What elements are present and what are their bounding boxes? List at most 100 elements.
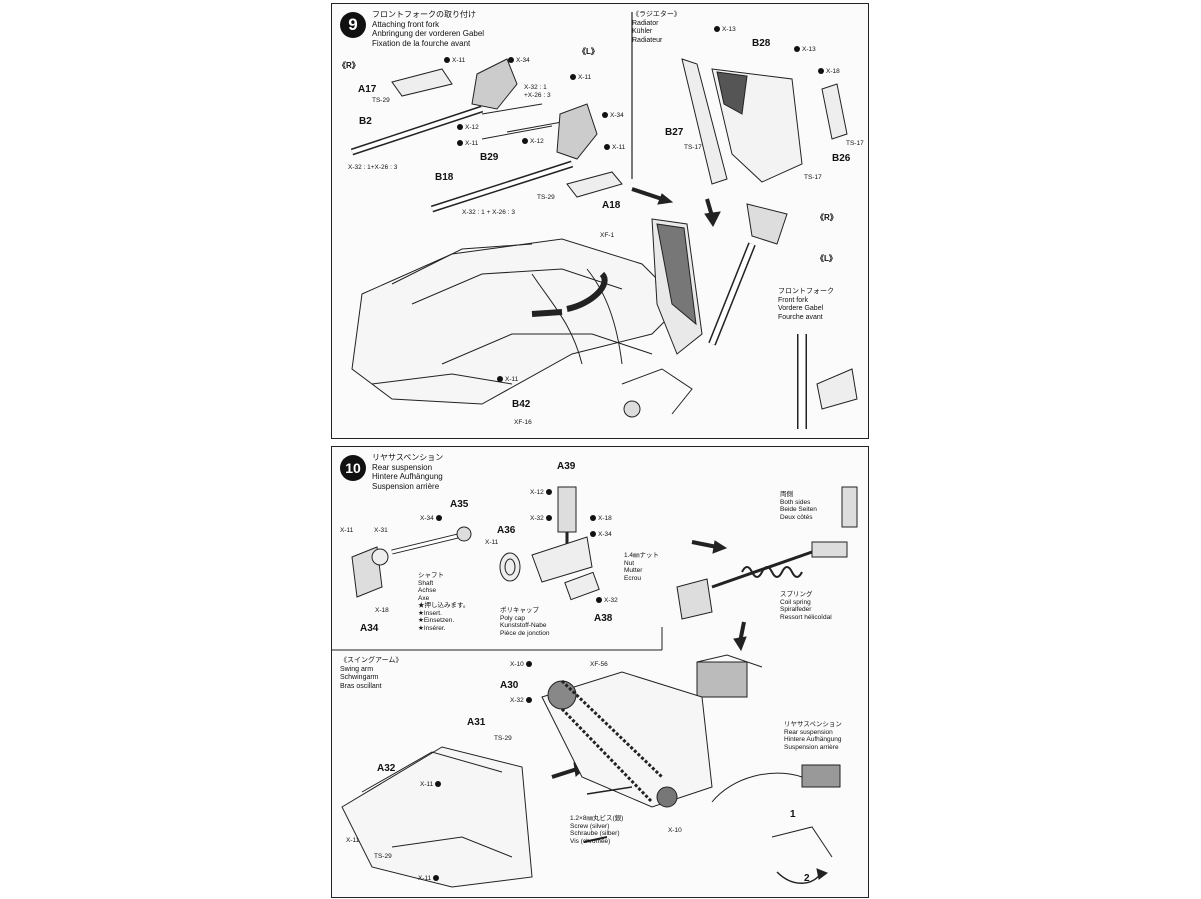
label-text: X-34 xyxy=(610,112,624,119)
label-text: X-11 xyxy=(452,57,466,64)
fork-note-fr: Fourche avant xyxy=(778,313,823,321)
label-ts17-c: TS-17 xyxy=(804,174,822,181)
dot-icon xyxy=(508,57,514,64)
step-10-title: リヤサスペンション Rear suspension Hintere Aufhän… xyxy=(372,453,443,491)
rear-susp-de: Hintere Aufhängung xyxy=(784,736,842,743)
label-x18: X-18 xyxy=(818,68,840,76)
fork-note-jp: フロントフォーク xyxy=(778,288,834,295)
nut-jp: 1.4㎜ナット xyxy=(624,552,660,559)
dot-icon xyxy=(497,376,503,383)
dot-icon xyxy=(525,661,532,668)
shaft-de: Achse xyxy=(418,587,437,594)
shaft-fr: Axe xyxy=(418,594,430,602)
label-x11-a: X-11 xyxy=(340,527,354,534)
label-x10-a: X-10 xyxy=(510,661,534,669)
title-en: Rear suspension xyxy=(372,462,433,472)
label-x12-a: X-12 xyxy=(530,489,554,497)
rear-susp-note: リヤサスペンション Rear suspension Hintere Aufhän… xyxy=(784,721,842,751)
both-sides-en: Both sides xyxy=(780,498,811,506)
label-mix-a: X-32 : 1+X-26 : 3 xyxy=(348,164,398,171)
label-x12-a: X-12 xyxy=(457,124,479,132)
nut-de: Mutter xyxy=(624,567,643,574)
title-de: Hintere Aufhängung xyxy=(372,472,443,481)
label-text: X-11 xyxy=(578,74,592,81)
step-10-illustration xyxy=(332,486,858,888)
shaft-note: シャフト Shaft Achse Axe ★押し込みます。 ★Insert. ★… xyxy=(418,572,469,632)
rear-susp-en: Rear suspension xyxy=(784,728,833,736)
part-b18: B18 xyxy=(435,172,454,183)
arrow-step-2: 2 xyxy=(804,873,810,884)
label-text: X-32 xyxy=(604,597,618,604)
dot-icon xyxy=(570,74,576,81)
dot-icon xyxy=(457,124,463,131)
dot-icon xyxy=(604,144,610,151)
label-x11-c: X-11 xyxy=(570,74,591,82)
label-text: X-11 xyxy=(418,875,432,882)
radiator-fr: Radiateur xyxy=(632,36,663,44)
fork-note-de: Vordere Gabel xyxy=(778,305,824,312)
part-a39: A39 xyxy=(557,461,576,472)
label-x11-c: X-11 xyxy=(420,781,443,789)
screw-note: 1.2×8㎜丸ビス(銀) Screw (silver) Schraube (si… xyxy=(570,815,623,845)
label-text: X-13 xyxy=(722,26,736,33)
insert-de: ★Einsetzen. xyxy=(418,617,455,624)
polycap-note: ポリキャップ Poly cap Kunststoff-Nabe Pièce de… xyxy=(500,607,550,637)
part-b26: B26 xyxy=(832,153,851,164)
label-text: X-34 xyxy=(598,531,612,538)
spring-en: Coil spring xyxy=(780,598,811,606)
part-a17: A17 xyxy=(358,84,377,95)
label-text: X-18 xyxy=(598,515,612,522)
part-a35: A35 xyxy=(450,499,469,510)
both-sides-de: Beide Seiten xyxy=(780,506,817,513)
step-9-illustration xyxy=(350,12,858,429)
screw-fr: Vis (chromée) xyxy=(570,837,611,845)
label-x34-a: X-34 xyxy=(420,515,444,523)
spring-jp: スプリング xyxy=(780,591,813,598)
part-b29: B29 xyxy=(480,152,499,163)
part-a32: A32 xyxy=(377,763,396,774)
side-l-label: 《L》 xyxy=(578,47,599,56)
nut-fr: Ecrou xyxy=(624,574,641,582)
fork-note: フロントフォーク Front fork Vordere Gabel Fourch… xyxy=(778,288,834,322)
label-x34-b: X-34 xyxy=(590,531,612,539)
label-text: X-13 xyxy=(802,46,816,53)
spring-note: スプリング Coil spring Spiralfeder Ressort hé… xyxy=(780,591,832,621)
label-ts29-b: TS-29 xyxy=(537,194,555,201)
label-x11-a: X-11 xyxy=(444,57,465,65)
label-text: X-11 xyxy=(505,376,519,383)
spring-de: Spiralfeder xyxy=(780,606,812,613)
radiator-en: Radiator xyxy=(632,19,659,27)
dot-icon xyxy=(602,112,608,119)
label-x31: X-31 xyxy=(374,527,388,534)
label-mix-b: X-32 : 1 + X-26 : 3 xyxy=(462,209,515,216)
part-a31: A31 xyxy=(467,717,486,728)
swingarm-de: Schwingarm xyxy=(340,674,379,681)
shaft-en: Shaft xyxy=(418,579,434,587)
part-b2: B2 xyxy=(359,116,372,127)
label-ts17-a: TS-17 xyxy=(684,144,702,151)
part-b27: B27 xyxy=(665,127,684,138)
radiator-heading: 《ラジエター》 Radiator Kühler Radiateur xyxy=(632,11,681,45)
step-9-panel: 9 フロントフォークの取り付け Attaching front fork Anb… xyxy=(331,3,869,439)
label-xf56: XF-56 xyxy=(590,661,608,668)
label-ts29-a: TS-29 xyxy=(494,735,512,742)
arrow-step-1: 1 xyxy=(790,809,796,820)
screw-de: Schraube (silber) xyxy=(570,830,620,837)
polycap-de: Kunststoff-Nabe xyxy=(500,622,547,629)
label-x12-b: X-12 xyxy=(522,138,544,146)
part-a38: A38 xyxy=(594,613,613,624)
fork-l-label: 《L》 xyxy=(816,254,837,263)
label-text: X-11 xyxy=(420,781,434,788)
label-x11-e: X-11 xyxy=(497,376,518,384)
part-a36: A36 xyxy=(497,525,516,536)
swingarm-jp: 《スイングアーム》 xyxy=(340,657,403,664)
fork-note-en: Front fork xyxy=(778,296,808,304)
label-x11-d: X-11 xyxy=(346,837,360,844)
label-xf16: XF-16 xyxy=(514,419,532,426)
radiator-jp: 《ラジエター》 xyxy=(632,11,681,18)
title-fr: Fixation de la fourche avant xyxy=(372,38,471,48)
label-text: X-32 xyxy=(510,697,524,704)
dot-icon xyxy=(794,46,800,53)
part-a18: A18 xyxy=(602,200,621,211)
polycap-fr: Pièce de jonction xyxy=(500,629,550,637)
